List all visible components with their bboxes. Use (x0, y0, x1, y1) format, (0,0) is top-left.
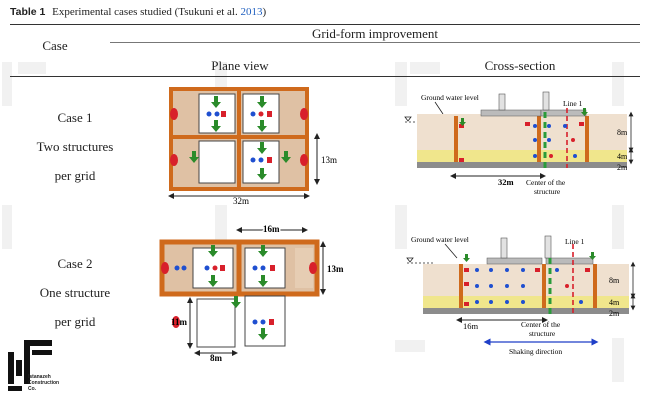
small-width-label: 8m (210, 353, 223, 362)
line-1-label: Line 1 (565, 237, 585, 246)
table-caption: Table 1 Experimental cases studied (Tsuk… (10, 6, 266, 18)
watermark-block (395, 62, 407, 106)
table-label: Table 1 (10, 6, 46, 18)
depth-label: 2m (617, 163, 628, 172)
height-label: 13m (327, 264, 344, 274)
clay-layer (423, 264, 629, 296)
shaking-direction-label: Shaking direction (509, 347, 562, 356)
caption-close: ) (262, 6, 267, 18)
case-2-desc-line2: per grid (54, 314, 96, 329)
width-label: 32m (498, 177, 514, 187)
watermark-block (2, 205, 12, 249)
depth-label: 8m (617, 128, 628, 137)
depth-label: 4m (609, 298, 620, 307)
small-height-label: 11m (171, 317, 188, 327)
grid-wall (537, 116, 541, 162)
structure-column (542, 91, 550, 111)
height-label: 13m (321, 155, 337, 165)
case-2-cross-section: Ground water level Line 1 8m 4m 2m 16m C… (406, 235, 636, 356)
caption-text: Experimental cases studied (Tsukuni et a… (52, 6, 241, 18)
logo-line: Co. (28, 386, 37, 392)
logo-line: Istanazeh (28, 374, 51, 380)
center-label-line1: Center of the (521, 320, 561, 329)
case-1-cross-section: Ground water level Line 1 8m 4m 2m 32m C… (404, 91, 634, 196)
citation-year-link[interactable]: 2013 (240, 6, 263, 18)
width-label: 16m (463, 321, 479, 331)
base-layer (417, 162, 627, 168)
sensor-markers (161, 262, 317, 328)
watermark-block (215, 205, 227, 249)
structure-base (545, 257, 594, 265)
water-level-symbol (404, 116, 412, 122)
structure-footprint (198, 140, 236, 184)
sensor-markers (459, 122, 584, 162)
grid-fill-panel (295, 248, 313, 288)
green-arrow-markers (463, 252, 596, 262)
header-cross-section: Cross-section (484, 58, 556, 73)
watermark-block (612, 338, 624, 382)
header-grid-form: Grid-form improvement (312, 26, 438, 41)
grid-wall (454, 116, 458, 162)
watermark-block (395, 205, 407, 249)
line-1-label: Line 1 (563, 99, 583, 108)
depth-label: 4m (617, 152, 628, 161)
grid-wall (459, 264, 463, 308)
small-structure-footprint (196, 298, 236, 348)
center-label-line2: structure (534, 187, 561, 196)
center-label-line1: Center of the (526, 178, 566, 187)
sensor-markers (464, 268, 590, 306)
case-1-desc-line1: Two structures (36, 139, 114, 154)
company-logo-text: Istanazeh Construction Co. (28, 374, 59, 392)
structure-column (500, 237, 508, 259)
clay-layer (417, 114, 627, 150)
case-1-desc-line2: per grid (54, 168, 96, 183)
center-label-line2: structure (529, 329, 556, 338)
watermark-block (612, 62, 624, 106)
grid-wall (542, 264, 546, 308)
grid-wall (585, 116, 589, 162)
top-label: 16m (263, 224, 280, 234)
depth-label: 8m (609, 276, 620, 285)
green-arrow-markers (208, 245, 268, 340)
case-2-plane-view: 16m 16m 13m 11m 8m (159, 223, 344, 362)
case-2-desc-line1: One structure (39, 285, 111, 300)
structure-column (498, 93, 506, 111)
watermark-block (395, 340, 425, 352)
company-logo (8, 340, 52, 391)
header-case: Case (42, 38, 68, 53)
logo-line: Construction (28, 380, 60, 386)
watermark-block (2, 62, 12, 106)
grid-wall (593, 264, 597, 308)
header-rule (10, 76, 640, 77)
top-label-bg: 16m (263, 224, 280, 234)
ground-water-level-label: Ground water level (421, 93, 479, 102)
watermark-block (612, 205, 624, 249)
base-layer (423, 308, 629, 314)
structure-base (486, 257, 543, 265)
case-1-plane-view: 13m 32m (168, 87, 337, 204)
green-arrow-markers (189, 96, 291, 180)
structure-base (540, 109, 587, 117)
top-rule (10, 24, 640, 25)
watermark-block (410, 62, 440, 74)
group-rule (110, 42, 640, 43)
depth-label: 2m (609, 309, 620, 318)
watermark-block (18, 62, 46, 74)
green-arrow-markers (459, 108, 588, 126)
case-1-label: Case 1 Two structures per grid (10, 103, 140, 190)
sand-layer (423, 296, 629, 308)
case-2-label: Case 2 One structure per grid (10, 249, 140, 336)
structure-column (544, 235, 552, 259)
case-1-title: Case 1 (57, 110, 93, 125)
structure-base (480, 109, 542, 117)
sand-layer (417, 150, 627, 162)
case-2-title: Case 2 (57, 256, 93, 271)
width-label: 32m (233, 196, 249, 204)
header-plane-view: Plane view (211, 58, 269, 73)
water-level-symbol (406, 257, 414, 263)
ground-water-level-label: Ground water level (411, 235, 469, 244)
sensor-markers (170, 108, 308, 166)
